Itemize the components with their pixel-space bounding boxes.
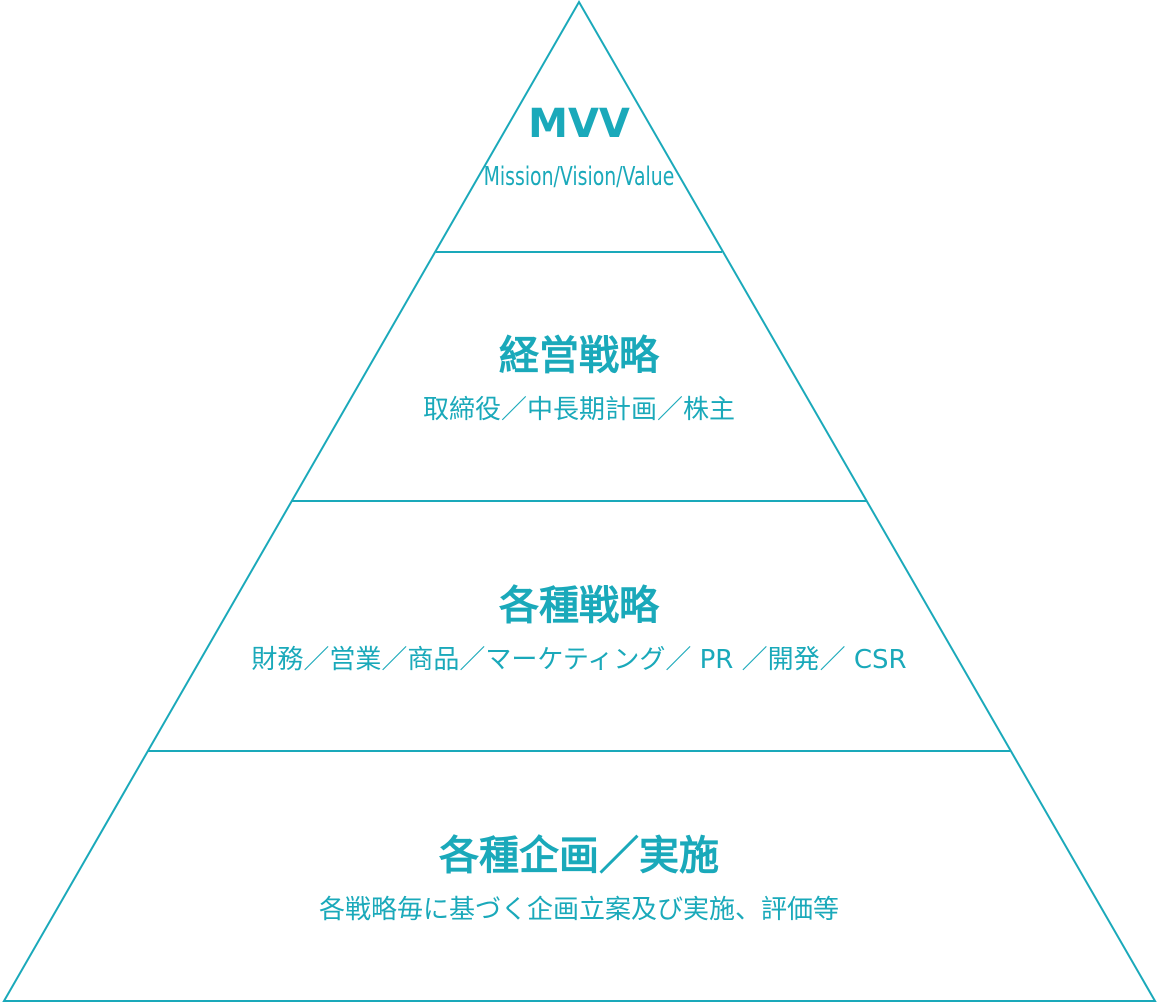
tier-mvv: MVV Mission/Vision/Value xyxy=(484,101,675,192)
tier-subtitle-various-strategies: 財務／営業／商品／マーケティング／ PR ／開発／ CSR xyxy=(251,645,906,675)
tier-subtitle-planning-execution: 各戦略毎に基づく企画立案及び実施、評価等 xyxy=(319,895,839,925)
tier-subtitle-management-strategy: 取締役／中長期計画／株主 xyxy=(423,395,735,425)
tier-management-strategy: 経営戦略 取締役／中長期計画／株主 xyxy=(423,333,735,425)
tier-title-planning-execution: 各種企画／実施 xyxy=(439,833,719,879)
tier-planning-execution: 各種企画／実施 各戦略毎に基づく企画立案及び実施、評価等 xyxy=(319,833,839,925)
tier-title-mvv: MVV xyxy=(528,101,630,147)
tier-various-strategies: 各種戦略 財務／営業／商品／マーケティング／ PR ／開発／ CSR xyxy=(251,583,906,675)
tier-title-various-strategies: 各種戦略 xyxy=(499,583,660,629)
tier-subtitle-mvv: Mission/Vision/Value xyxy=(484,162,675,192)
tier-title-management-strategy: 経営戦略 xyxy=(499,333,660,379)
